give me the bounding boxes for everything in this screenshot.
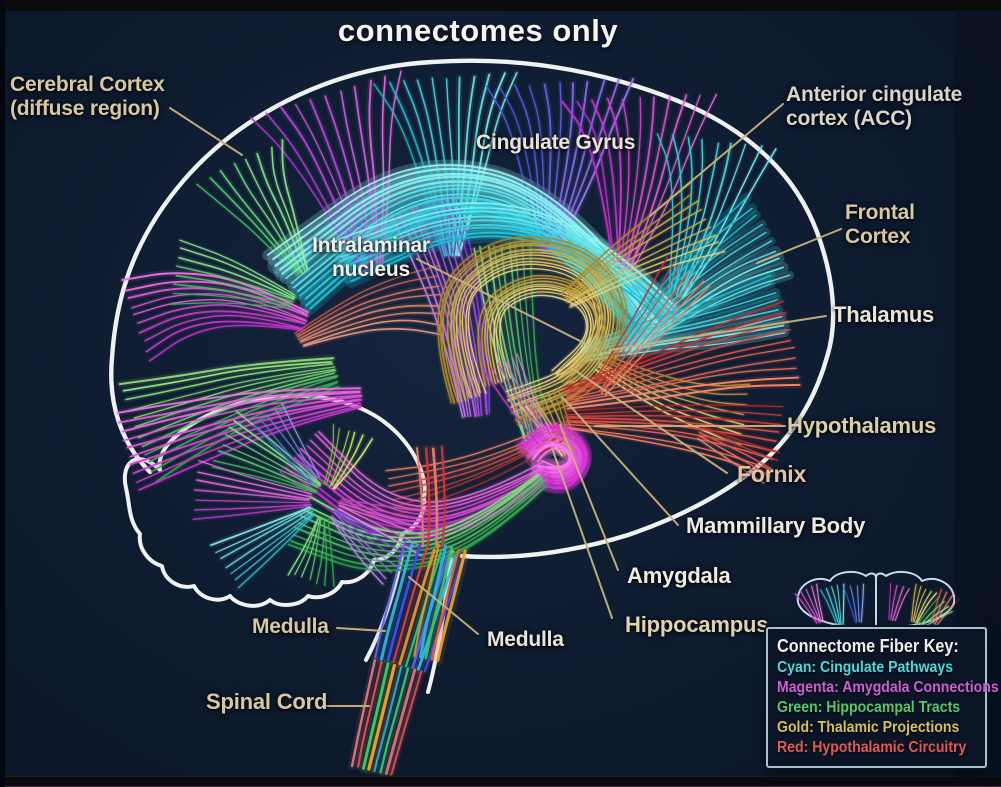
connectome-fiber-key: Connectome Fiber Key: Cyan: Cingulate Pa… bbox=[766, 627, 999, 768]
thalamus-label: Thalamus bbox=[833, 302, 935, 327]
legend-entry-red: Red: Hypothalamic Circuitry bbox=[777, 739, 967, 756]
hypothalamus-label: Hypothalamus bbox=[787, 413, 937, 438]
top-letterbox-bar bbox=[0, 0, 1001, 11]
acc-label: Anterior cingulate cortex (ACC) bbox=[786, 83, 963, 130]
legend-entry-gold: Gold: Thalamic Projections bbox=[777, 719, 960, 736]
cerebral-cortex-label: Cerebral Cortex (diffuse region) bbox=[10, 73, 165, 120]
medulla-left-label: Medulla bbox=[252, 615, 329, 638]
mammillary-body-label: Mammillary Body bbox=[686, 513, 866, 538]
amygdala-label: Amygdala bbox=[627, 563, 731, 588]
frontal-cortex-label: Frontal Cortex bbox=[845, 201, 915, 248]
fornix-label: Fornix bbox=[737, 461, 807, 487]
left-edge-bar bbox=[0, 0, 5, 787]
cingulate-gyrus-label: Cingulate Gyrus bbox=[476, 131, 636, 154]
legend-entry-green: Green: Hippocampal Tracts bbox=[777, 699, 961, 716]
spinal-cord-label: Spinal Cord bbox=[206, 689, 328, 714]
legend-entry-magenta: Magenta: Amygdala Connections bbox=[777, 679, 999, 696]
bottom-letterbox-bar bbox=[0, 776, 1001, 787]
page-title: connectomes only bbox=[337, 13, 619, 48]
intralaminar-nucleus-label: Intralaminar nucleus bbox=[312, 234, 430, 281]
legend-title: Connectome Fiber Key: bbox=[777, 636, 959, 656]
hippocampus-label: Hippocampus bbox=[625, 612, 769, 637]
legend-entry-cyan: Cyan: Cingulate Pathways bbox=[777, 659, 954, 676]
medulla-right-label: Medulla bbox=[487, 628, 564, 651]
